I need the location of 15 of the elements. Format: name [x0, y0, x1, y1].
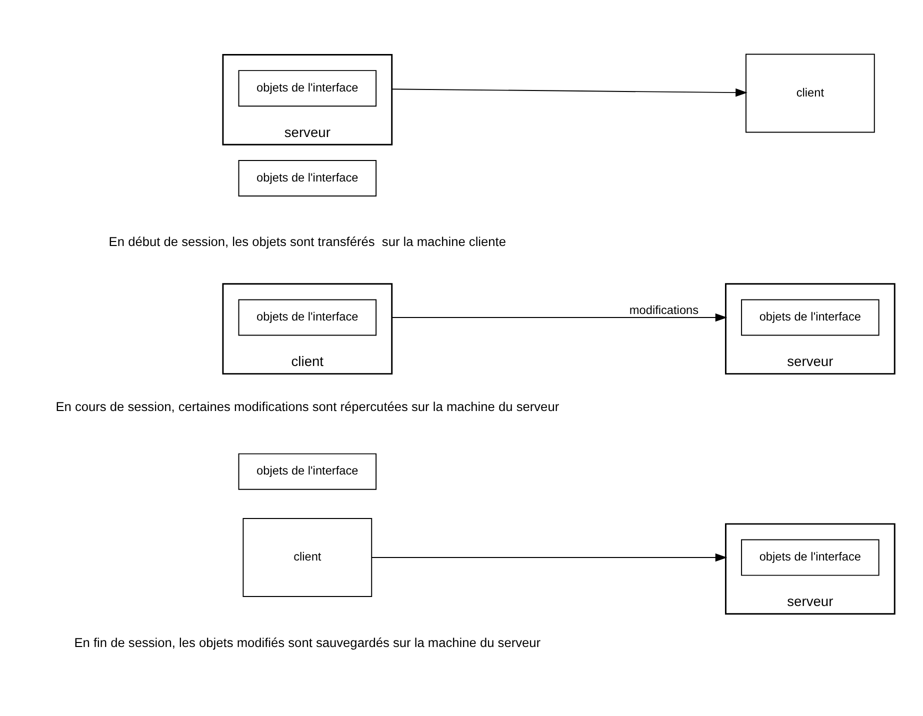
label: En début de session, les objets sont transférés sur la machine cliente — [108, 234, 506, 249]
node-box: objets de l'interface — [741, 539, 880, 576]
node-box: objets de l'interface — [238, 160, 377, 196]
label: En fin de session, les objets modifiés sont sauvegardés sur la machine du serveur — [74, 634, 541, 650]
node-box: objets de l'interface — [238, 453, 377, 490]
node-box: client — [745, 54, 875, 133]
node-box: objets de l'interface — [741, 299, 880, 336]
arrow — [371, 553, 728, 562]
node-box: client — [242, 518, 372, 598]
arrow — [391, 88, 748, 97]
node-box: objets de l'interface — [238, 70, 377, 107]
label: En cours de session, certaines modifications sont répercutées sur la machine du serveur — [56, 398, 560, 414]
edge-label: modifications — [629, 303, 699, 318]
arrow — [391, 313, 728, 322]
node-box: objets de l'interface — [238, 299, 377, 336]
